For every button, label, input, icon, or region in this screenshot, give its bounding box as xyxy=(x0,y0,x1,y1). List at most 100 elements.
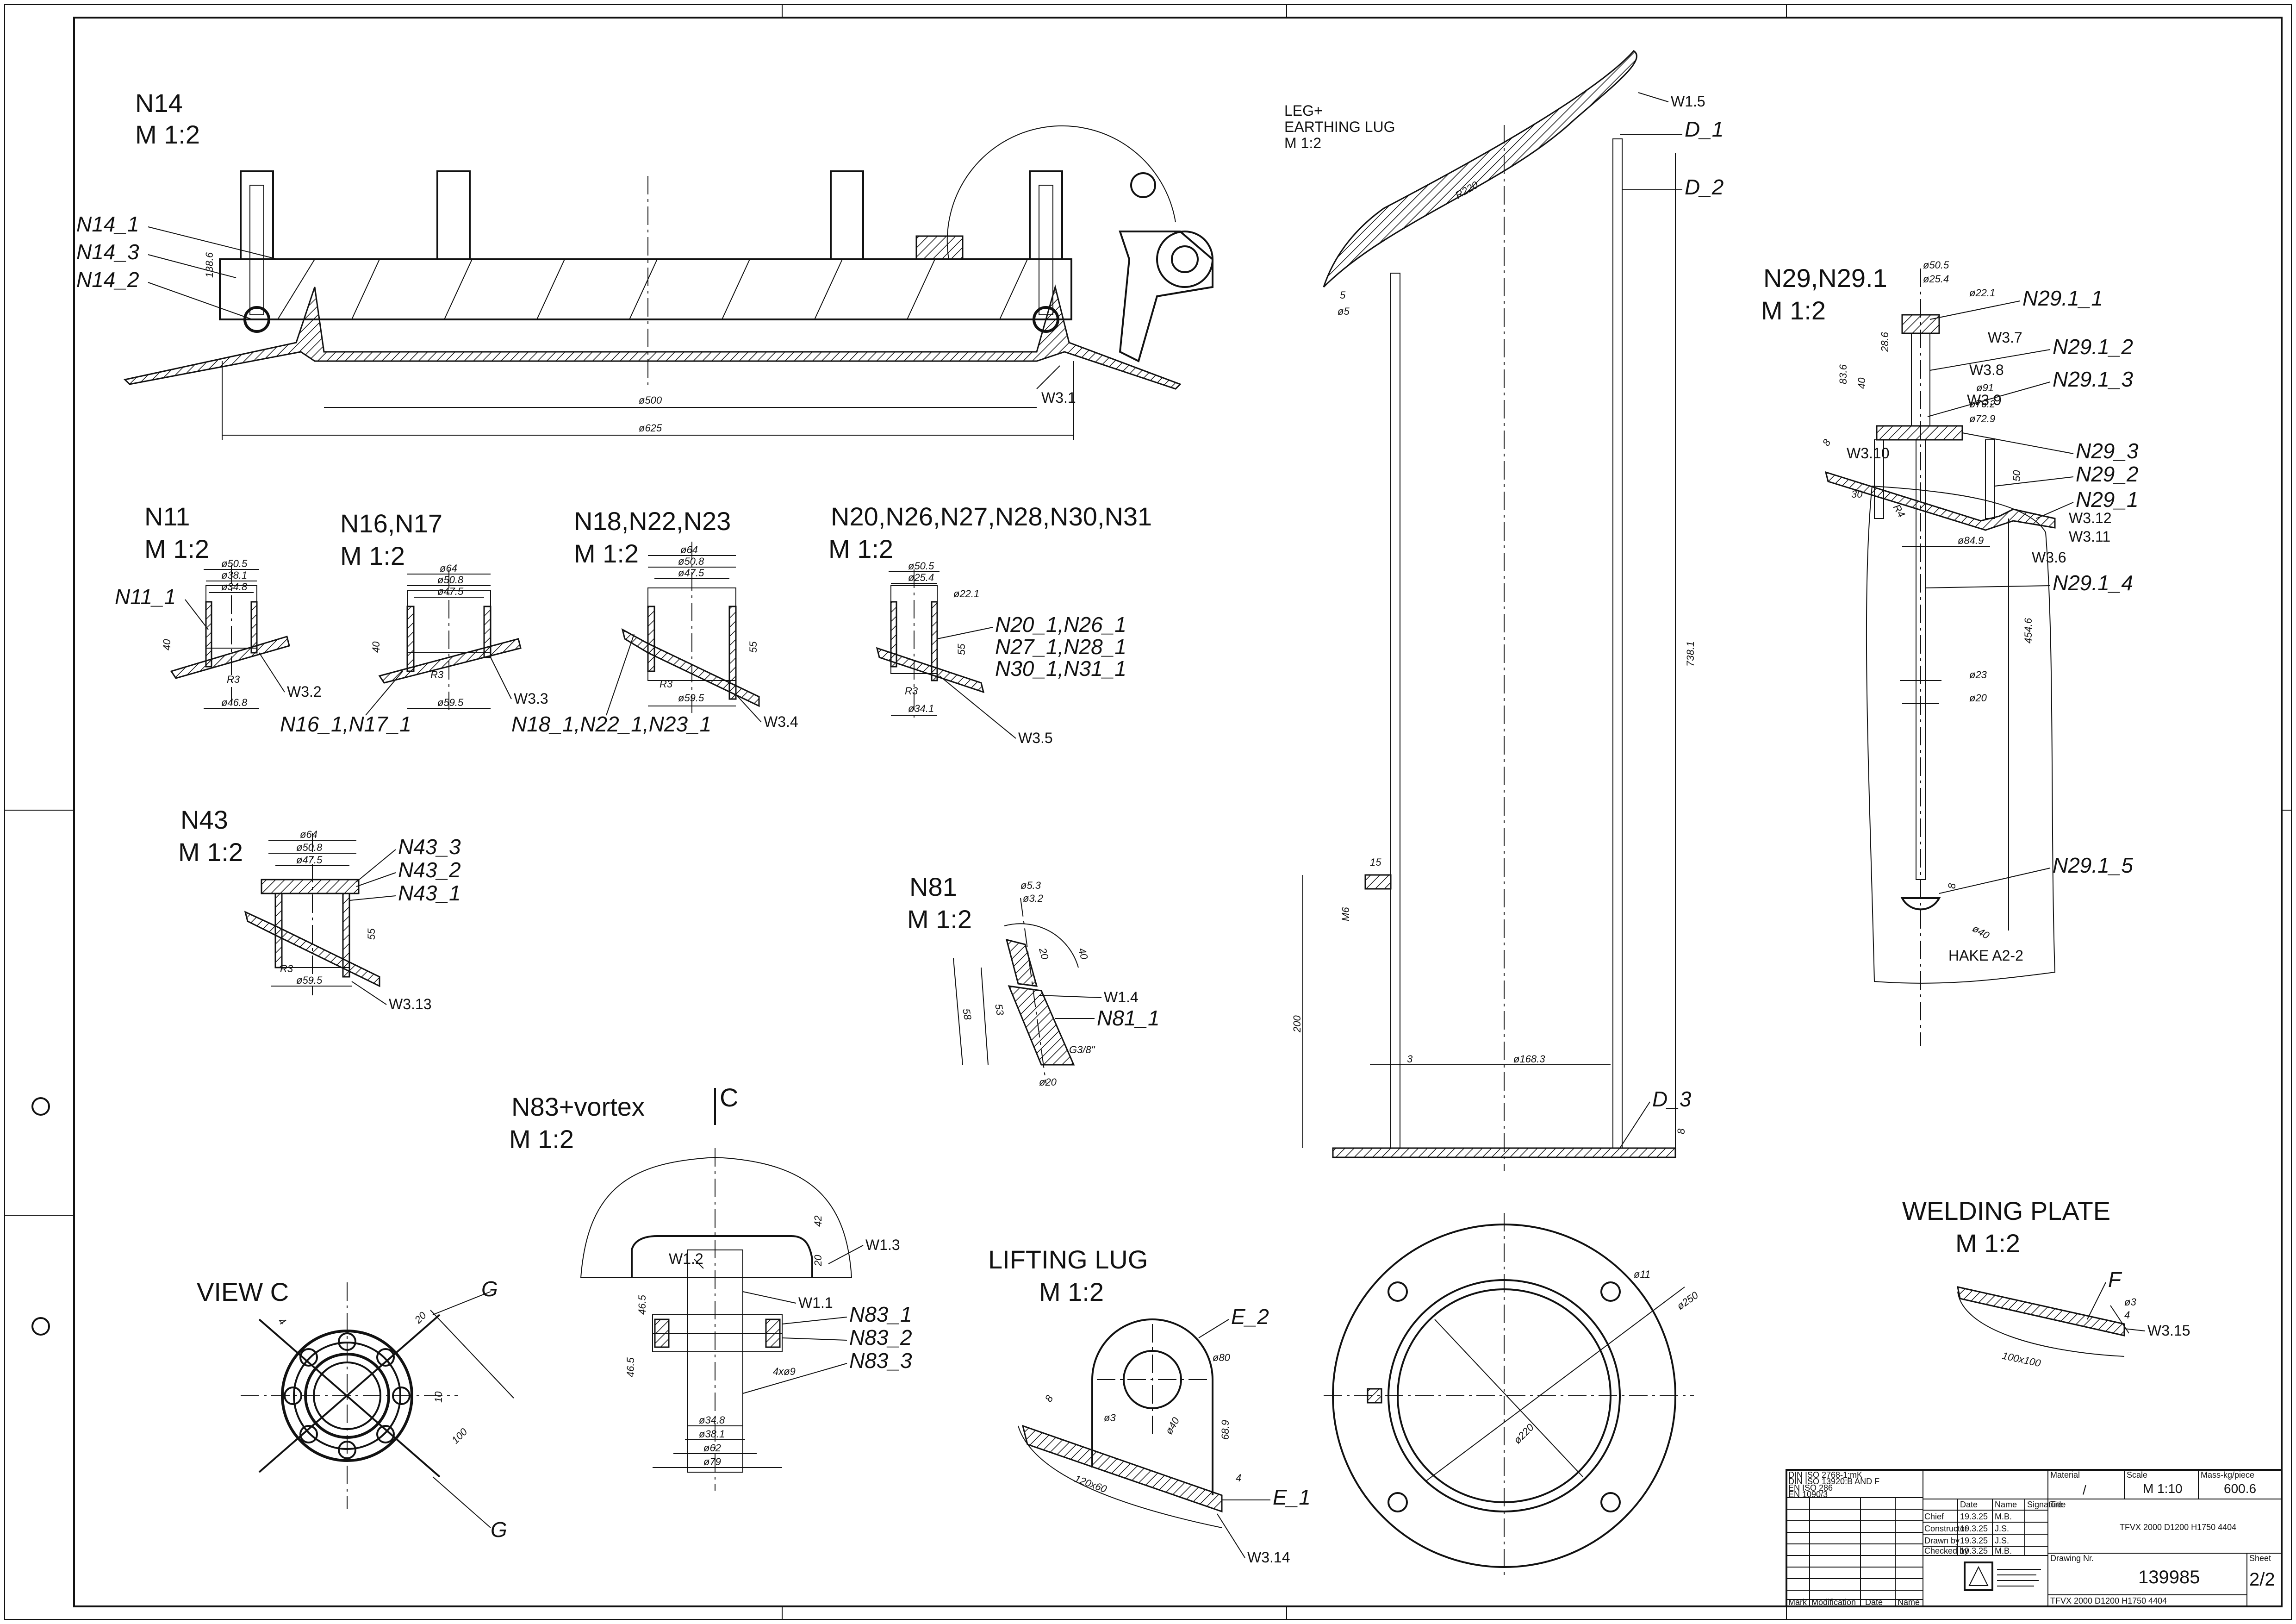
punch-hole-icon xyxy=(31,1097,50,1116)
dim-thickness: 8 xyxy=(1043,1393,1056,1404)
dim-diameter: ø84.9 xyxy=(1958,535,1984,546)
dim-thread: G3/8" xyxy=(1069,1044,1095,1056)
dim-height: 55 xyxy=(956,643,967,655)
weld-label: W1.1 xyxy=(798,1294,833,1311)
approval-name: M.B. xyxy=(1995,1546,2012,1555)
dim-diameter: ø50.8 xyxy=(437,574,464,586)
dim-thread: M6 xyxy=(1340,907,1351,921)
dim-radius: R3 xyxy=(660,678,673,690)
view-n11-scale: M 1:2 xyxy=(144,534,209,563)
weld-label: W1.4 xyxy=(1104,989,1139,1006)
dim-diameter: ø50.5 xyxy=(908,560,934,572)
view-n81: N81 M 1:2 ø5.3 ø3.2 20 40 ø20 G3/8" 58 5… xyxy=(907,872,1160,1088)
dim-thickness: 5 xyxy=(1340,289,1346,301)
section-mark-g: G xyxy=(481,1277,498,1301)
view-n20-title: N20,N26,N27,N28,N30,N31 xyxy=(831,502,1152,531)
view-n11-title: N11 xyxy=(144,502,190,531)
view-n83-scale: M 1:2 xyxy=(509,1124,574,1154)
part-label: N43_1 xyxy=(398,881,461,905)
view-n81-title: N81 xyxy=(909,872,957,901)
footer-label: Mark xyxy=(1788,1598,1807,1607)
part-label: N81_1 xyxy=(1097,1006,1160,1030)
dim-diameter: ø38.1 xyxy=(699,1428,725,1440)
dim-diameter: ø168.3 xyxy=(1513,1053,1545,1065)
dim-length: 4 xyxy=(276,1315,288,1327)
dim-diameter: ø20 xyxy=(1039,1076,1057,1088)
scale-value: M 1:10 xyxy=(2143,1481,2183,1496)
view-c-title: VIEW C xyxy=(197,1277,289,1306)
weld-label: W3.15 xyxy=(2147,1322,2190,1339)
dim-height: 55 xyxy=(366,928,377,940)
approval-name: J.S. xyxy=(1995,1524,2009,1533)
dim-diameter: ø625 xyxy=(639,422,662,434)
view-n16-title: N16,N17 xyxy=(340,509,442,538)
part-label: N14_1 xyxy=(76,212,139,236)
dim-thickness: 3 xyxy=(1407,1053,1413,1065)
dim-length: 10 xyxy=(433,1391,444,1403)
view-n16: N16,N17 M 1:2 ø64 ø50.8 ø47.5 40 R3 ø59.… xyxy=(280,509,548,736)
dim-height: 42 xyxy=(812,1216,824,1227)
view-leg-title: EARTHING LUG xyxy=(1284,119,1395,135)
dim-holes: 4xø9 xyxy=(773,1366,796,1377)
standard-note: EN 1090/3 xyxy=(1788,1490,1828,1499)
view-lifting-lug: LIFTING LUG M 1:2 ø3 ø80 ø40 68.9 8 120x… xyxy=(988,1245,1311,1566)
signature-label: Signature xyxy=(2027,1500,2063,1509)
view-n83-title: N83+vortex xyxy=(511,1092,645,1121)
view-n11: N11 M 1:2 ø50.5 ø38.1 ø34.8 40 R3 ø46.8 … xyxy=(115,502,322,709)
dim-radius: R3 xyxy=(905,685,918,697)
dim-length: 30 xyxy=(1851,488,1863,500)
view-n14: N14 M 1:2 ø500 ø625 138.6 xyxy=(76,88,1213,440)
part-label: N18_1,N22_1,N23_1 xyxy=(511,712,711,736)
weld-label: W3.11 xyxy=(2069,528,2110,545)
dim-diameter: ø47.5 xyxy=(678,567,704,579)
dim-height: 50 xyxy=(2011,470,2022,481)
section-mark: C xyxy=(720,1083,738,1112)
view-n16-scale: M 1:2 xyxy=(340,541,405,570)
view-n18-scale: M 1:2 xyxy=(574,539,639,568)
view-lifting-lug-title: LIFTING LUG xyxy=(988,1245,1148,1274)
part-label: N43_2 xyxy=(398,858,461,882)
part-label: N83_2 xyxy=(849,1325,912,1349)
part-label: N29_3 xyxy=(2076,439,2139,463)
dim-diameter: ø34.8 xyxy=(699,1414,725,1426)
part-label: E_2 xyxy=(1231,1305,1269,1329)
view-n29-scale: M 1:2 xyxy=(1761,296,1826,325)
dim-diameter: ø23 xyxy=(1969,669,1987,681)
part-label: N83_3 xyxy=(849,1349,912,1373)
approval-role: Chief xyxy=(1924,1512,1944,1521)
view-leg-title: LEG+ xyxy=(1284,102,1323,119)
dim-diameter: ø40 xyxy=(1971,923,1992,942)
dim-length: 100 xyxy=(449,1425,470,1446)
dim-diameter: ø500 xyxy=(639,394,662,406)
weld-label: W3.3 xyxy=(514,690,548,707)
part-label: N29.1_3 xyxy=(2053,367,2133,391)
view-n14-title: N14 xyxy=(135,88,183,118)
dim-diameter: ø80 xyxy=(1213,1352,1231,1363)
dim-size: 100x100 xyxy=(2001,1349,2042,1369)
weld-label: W3.9 xyxy=(1967,392,2002,408)
part-label: F xyxy=(2108,1268,2122,1292)
dim-size: 120x60 xyxy=(1073,1473,1108,1495)
dim-diameter: ø25.4 xyxy=(908,572,934,583)
dim-diameter: ø5 xyxy=(1338,306,1350,317)
dim-diameter: ø59.5 xyxy=(296,974,323,986)
weld-label: W3.8 xyxy=(1969,362,2004,378)
column-header: Name xyxy=(1995,1500,2017,1509)
part-label: N27_1,N28_1 xyxy=(995,635,1126,659)
approval-role: Constructor xyxy=(1924,1524,1967,1533)
weld-label: W3.2 xyxy=(287,683,322,700)
weld-label: W1.2 xyxy=(669,1250,703,1267)
view-n81-scale: M 1:2 xyxy=(907,905,972,934)
dim-radius: R3 xyxy=(227,674,240,685)
dim-diameter: ø3 xyxy=(2124,1296,2136,1308)
note-label: HAKE A2-2 xyxy=(1948,947,2023,964)
dim-height: 83.6 xyxy=(1837,364,1849,384)
view-leg: LEG+ EARTHING LUG M 1:2 D_1 D_2 D_3 W1.5… xyxy=(1284,50,1724,1171)
title-block: DIN ISO 2768-1:mK DIN ISO 13920:B AND F … xyxy=(1786,1469,2283,1607)
view-n43-scale: M 1:2 xyxy=(178,837,243,867)
dim-height: 40 xyxy=(161,639,173,650)
mass-label: Mass-kg/piece xyxy=(2201,1470,2254,1480)
weld-label: W3.10 xyxy=(1847,445,1889,462)
part-label: E_1 xyxy=(1273,1485,1311,1509)
